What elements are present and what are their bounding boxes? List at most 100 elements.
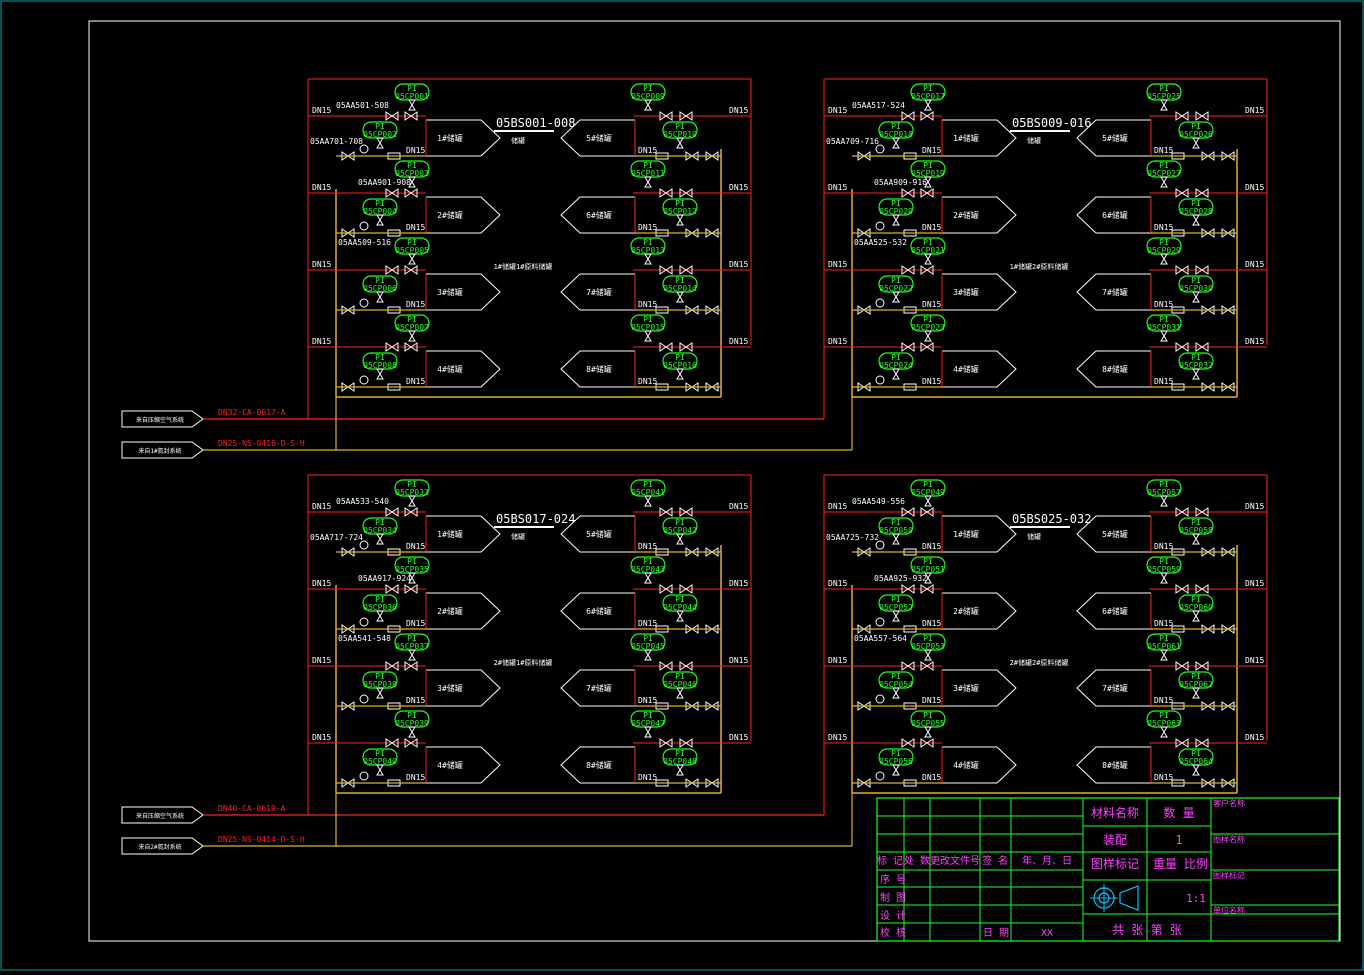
gate-valve-icon — [385, 188, 399, 198]
gauge-tag: 05CP008 — [363, 361, 397, 370]
gauge-tag: 05CP011 — [631, 169, 665, 178]
tank-label: 1#储罐 — [437, 529, 463, 539]
dn-label: DN15 — [312, 183, 331, 192]
gate-valve-icon — [705, 228, 719, 238]
dn-label: DN15 — [1154, 619, 1173, 628]
regulator-icon — [359, 221, 369, 231]
dn-label: DN15 — [922, 300, 941, 309]
tank-label: 6#储罐 — [586, 210, 612, 220]
gate-valve-icon — [1175, 661, 1189, 671]
dn-label: DN15 — [312, 260, 331, 269]
drawing-mark-label: 图样标记 — [1091, 856, 1139, 871]
storage-tank-icon — [1076, 119, 1151, 157]
date-label: 日 期 — [983, 927, 1009, 939]
gauge-tag: 05CP061 — [1147, 642, 1181, 651]
gauge-pi-label: PI — [643, 238, 653, 247]
gauge-pi-label: PI — [1159, 161, 1169, 170]
needle-valve-icon — [676, 533, 684, 545]
dn-label: DN15 — [638, 223, 657, 232]
gauge-tag: 05CP059 — [1147, 565, 1181, 574]
dn-label: DN15 — [922, 377, 941, 386]
dn-label: DN15 — [828, 337, 847, 346]
gauge-tag: 05CP042 — [663, 526, 697, 535]
gate-valve-icon — [341, 624, 355, 634]
inlet-line-label: DN40-CA-0619-A — [218, 804, 286, 813]
gauge-pi-label: PI — [1159, 634, 1169, 643]
needle-valve-icon — [376, 291, 384, 303]
needle-valve-icon — [892, 610, 900, 622]
needle-valve-icon — [924, 176, 932, 188]
tank-label: 4#储罐 — [953, 364, 979, 374]
needle-valve-icon — [408, 330, 416, 342]
inlet-line-label: DN32-CA-0617-A — [218, 408, 286, 417]
storage-tank-icon — [1076, 746, 1151, 784]
assembly-label: 装配 — [1103, 833, 1127, 847]
gauge-tag: 05CP045 — [631, 642, 665, 651]
gate-valve-icon — [685, 547, 699, 557]
tank-label: 3#储罐 — [437, 287, 463, 297]
regulator-icon — [359, 375, 369, 385]
tank-label: 4#储罐 — [953, 760, 979, 770]
dn-label: DN15 — [1245, 106, 1264, 115]
gauge-tag: 05CP010 — [663, 130, 697, 139]
needle-valve-icon — [676, 214, 684, 226]
gate-valve-icon — [1195, 342, 1209, 352]
gauge-pi-label: PI — [675, 518, 685, 527]
gauge-tag: 05CP018 — [879, 130, 913, 139]
gate-valve-icon — [385, 342, 399, 352]
gauge-pi-label: PI — [1159, 557, 1169, 566]
weight-label: 重量 — [1153, 857, 1177, 871]
gate-valve-icon — [920, 661, 934, 671]
needle-valve-icon — [376, 533, 384, 545]
needle-valve-icon — [376, 368, 384, 380]
gate-valve-icon — [385, 265, 399, 275]
gauge-pi-label: PI — [1191, 276, 1201, 285]
gauge-tag: 05CP022 — [879, 284, 913, 293]
needle-valve-icon — [892, 764, 900, 776]
gate-valve-icon — [920, 188, 934, 198]
regulator-icon — [359, 144, 369, 154]
panel-center-label: 1#储罐1#原料储罐 — [494, 262, 553, 271]
gate-valve-icon — [659, 188, 673, 198]
needle-valve-icon — [644, 572, 652, 584]
gauge-tag: 05CP056 — [879, 757, 913, 766]
gauge-tag: 05CP029 — [1147, 246, 1181, 255]
tank-label: 3#储罐 — [953, 683, 979, 693]
gate-valve-icon — [920, 342, 934, 352]
gauge-tag: 05CP013 — [631, 246, 665, 255]
gate-valve-icon — [1201, 382, 1215, 392]
storage-tank-icon — [560, 669, 635, 707]
gate-valve-icon — [857, 228, 871, 238]
regulator-icon — [875, 540, 885, 550]
gate-valve-icon — [1221, 382, 1235, 392]
revision-header: 处 数 — [904, 854, 930, 867]
gate-valve-icon — [685, 624, 699, 634]
storage-tank-icon — [942, 746, 1017, 784]
needle-valve-icon — [924, 726, 932, 738]
storage-tank-icon — [560, 196, 635, 234]
needle-valve-icon — [892, 533, 900, 545]
gauge-pi-label: PI — [375, 518, 385, 527]
gate-valve-icon — [385, 584, 399, 594]
quantity-label: 数 量 — [1163, 805, 1194, 820]
gauge-tag: 05CP060 — [1179, 603, 1213, 612]
material-name-label: 材料名称 — [1091, 805, 1139, 820]
valve-range-label: 05AA557-564 — [854, 634, 907, 643]
gauge-tag: 05CP055 — [911, 719, 945, 728]
gate-valve-icon — [659, 661, 673, 671]
gauge-tag: 05CP030 — [1179, 284, 1213, 293]
dn-label: DN15 — [729, 656, 748, 665]
gate-valve-icon — [679, 111, 693, 121]
gate-valve-icon — [920, 507, 934, 517]
gauge-pi-label: PI — [375, 353, 385, 362]
gauge-tag: 05CP004 — [363, 207, 397, 216]
gauge-tag: 05CP041 — [631, 488, 665, 497]
gate-valve-icon — [1195, 507, 1209, 517]
gauge-pi-label: PI — [407, 161, 417, 170]
revision-header: 更改文件号 — [930, 854, 980, 867]
gauge-tag: 05CP014 — [663, 284, 697, 293]
gauge-tag: 05CP046 — [663, 680, 697, 689]
